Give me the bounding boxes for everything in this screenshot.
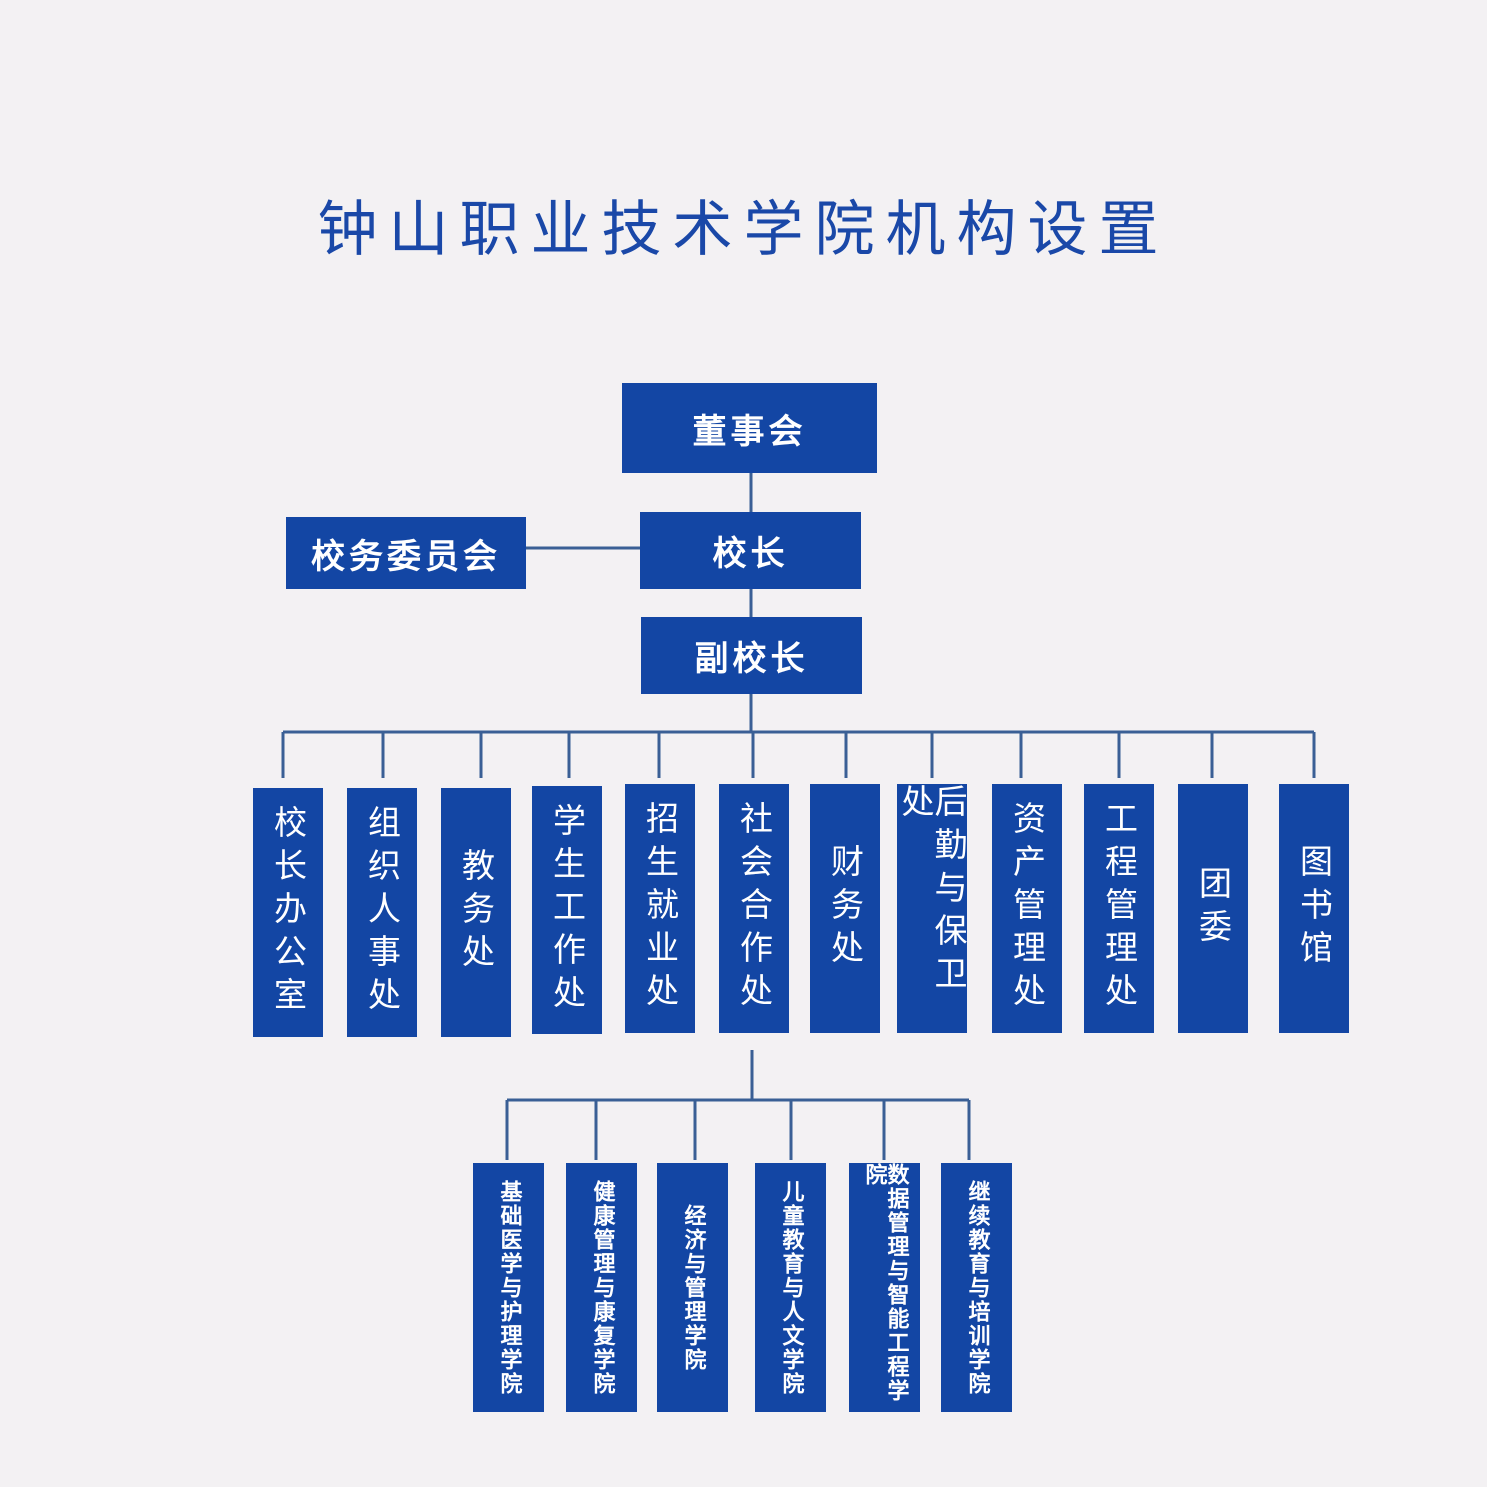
dept-label: 后勤与保卫处 bbox=[896, 784, 968, 999]
dept-box: 团委 bbox=[1178, 784, 1248, 1033]
dept-label: 组织人事处 bbox=[362, 805, 402, 1020]
dept-box: 后勤与保卫处 bbox=[896, 784, 968, 1033]
dept-label: 社会合作处 bbox=[734, 801, 774, 1016]
college-label: 基础医学与护理学院 bbox=[496, 1179, 522, 1396]
dept-label: 资产管理处 bbox=[1007, 801, 1047, 1016]
college-label: 儿童教育与人文学院 bbox=[778, 1179, 804, 1396]
dept-label: 图书馆 bbox=[1294, 844, 1334, 973]
page-title: 钟山职业技术学院机构设置 bbox=[317, 195, 1170, 265]
dept-label: 招生就业处 bbox=[640, 801, 680, 1016]
college-label: 经济与管理学院 bbox=[680, 1203, 706, 1372]
college-box: 儿童教育与人文学院 bbox=[755, 1163, 826, 1412]
dept-label: 财务处 bbox=[825, 844, 865, 973]
college-box: 经济与管理学院 bbox=[657, 1163, 728, 1412]
dept-label: 教务处 bbox=[456, 848, 496, 977]
dept-box: 工程管理处 bbox=[1084, 784, 1154, 1033]
vice-president-box: 副校长 bbox=[641, 617, 862, 694]
college-box: 数据管理与智能工程学院 bbox=[849, 1163, 920, 1412]
committee-box: 校务委员会 bbox=[286, 517, 526, 589]
college-label: 继续教育与培训学院 bbox=[964, 1179, 990, 1396]
dept-box: 财务处 bbox=[810, 784, 880, 1033]
dept-box: 学生工作处 bbox=[532, 786, 602, 1034]
dept-box: 组织人事处 bbox=[347, 788, 417, 1037]
college-box: 基础医学与护理学院 bbox=[473, 1163, 544, 1412]
dept-box: 教务处 bbox=[441, 788, 511, 1037]
dept-label: 校长办公室 bbox=[268, 805, 308, 1020]
board-label: 董事会 bbox=[692, 411, 807, 452]
dept-box: 招生就业处 bbox=[625, 784, 695, 1033]
college-box: 继续教育与培训学院 bbox=[941, 1163, 1012, 1412]
president-label: 校长 bbox=[712, 534, 789, 574]
college-box: 健康管理与康复学院 bbox=[566, 1163, 637, 1412]
vice-president-label: 副校长 bbox=[694, 639, 809, 679]
dept-label: 学生工作处 bbox=[547, 802, 587, 1018]
dept-label: 团委 bbox=[1193, 865, 1233, 952]
dept-box: 图书馆 bbox=[1279, 784, 1349, 1033]
dept-box: 校长办公室 bbox=[253, 788, 323, 1037]
committee-label: 校务委员会 bbox=[311, 536, 501, 577]
dept-box: 社会合作处 bbox=[719, 784, 789, 1033]
board-box: 董事会 bbox=[622, 383, 877, 473]
college-label: 数据管理与智能工程学院 bbox=[861, 1163, 909, 1403]
dept-box: 资产管理处 bbox=[992, 784, 1062, 1033]
college-label: 健康管理与康复学院 bbox=[589, 1179, 615, 1396]
president-box: 校长 bbox=[640, 512, 861, 589]
dept-label: 工程管理处 bbox=[1099, 801, 1139, 1016]
